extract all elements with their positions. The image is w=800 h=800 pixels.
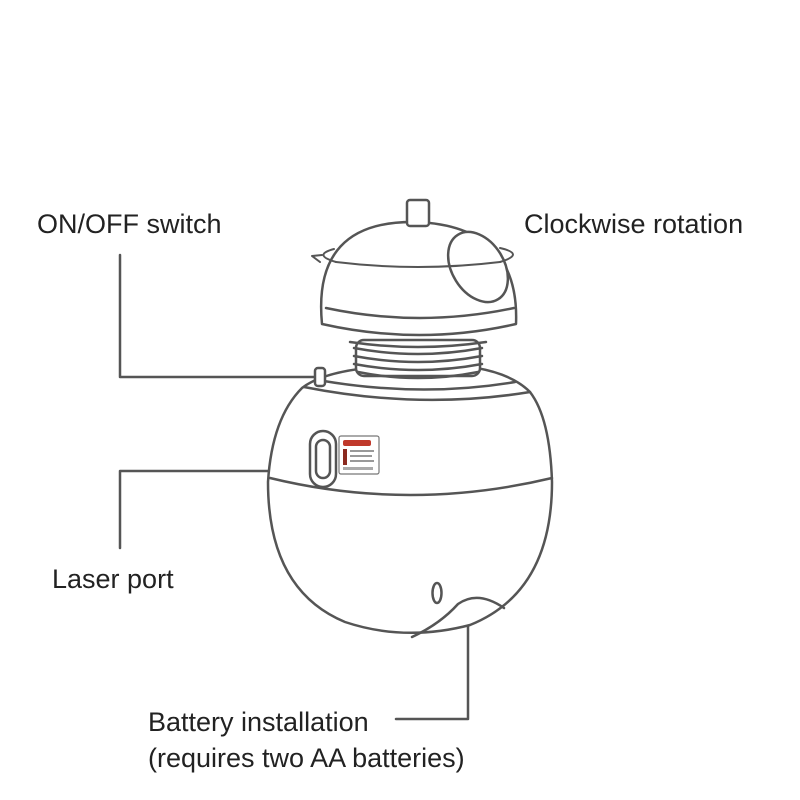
label-battery-installation: Battery installation (requires two AA ba… bbox=[148, 704, 465, 777]
on-off-switch bbox=[313, 366, 327, 388]
leader-line-laser bbox=[118, 469, 305, 550]
laser-port bbox=[308, 429, 338, 489]
lens-opening bbox=[446, 230, 510, 304]
leader-line-switch bbox=[118, 253, 318, 379]
label-laser-port: Laser port bbox=[52, 564, 174, 594]
dome-head bbox=[319, 198, 518, 337]
leader-line-battery bbox=[394, 623, 470, 721]
rotation-arrow bbox=[311, 247, 514, 268]
label-battery-line2: (requires two AA batteries) bbox=[148, 743, 465, 774]
top-knob bbox=[405, 198, 431, 228]
label-on-off-switch: ON/OFF switch bbox=[37, 209, 222, 239]
base-body bbox=[266, 363, 554, 639]
battery-compartment bbox=[410, 596, 506, 639]
battery-latch bbox=[431, 581, 443, 605]
label-clockwise-rotation: Clockwise rotation bbox=[524, 209, 744, 239]
label-battery-line1: Battery installation bbox=[148, 707, 369, 737]
spring-neck bbox=[348, 338, 488, 380]
warning-sticker bbox=[338, 435, 380, 475]
